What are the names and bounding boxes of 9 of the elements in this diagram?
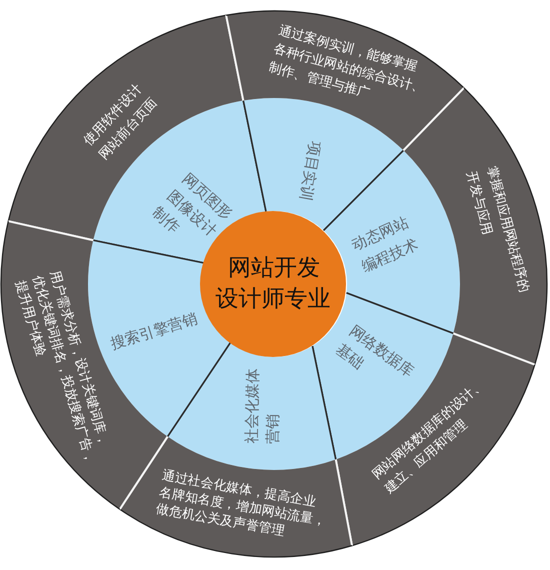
topic-description: 通过案例实训，能够掌握各种行业网站的综合设计、制作、管理与推广 (266, 22, 428, 104)
topic-description: 掌握和应用网站程序的开发与应用 (462, 164, 533, 296)
center-title: 网站开发设计师专业 (214, 254, 332, 314)
topic-description: 使用软件设计网站前台页面 (80, 80, 162, 165)
topic-label: 动态网站编程技术 (348, 212, 422, 278)
topic-label: 社会化媒体营销 (241, 367, 283, 444)
topic-label: 网页图形图像设计制作 (148, 168, 237, 242)
topic-description: 通过社会化媒体，提高企业名牌知名度，增加网站流量，做危机公关及声誉管理 (154, 468, 328, 541)
topic-label: 项目实训 (295, 139, 326, 204)
